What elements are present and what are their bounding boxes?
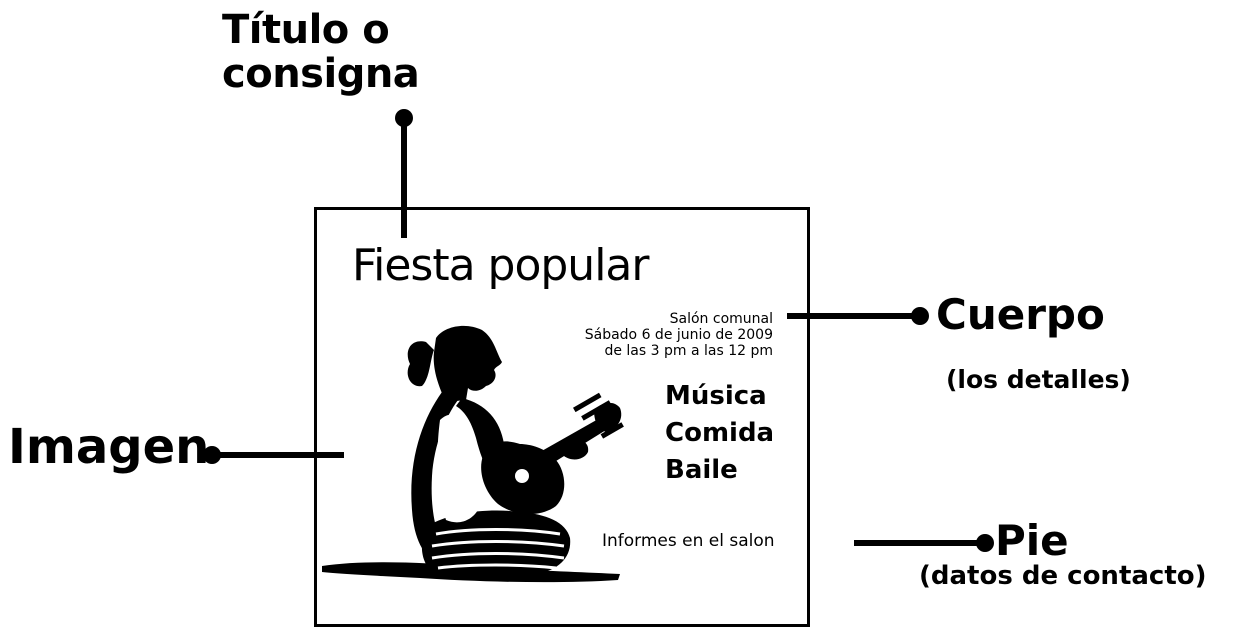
connector-dot-cuerpo (911, 307, 929, 325)
poster-details: Salón comunal Sábado 6 de junio de 2009 … (540, 311, 773, 359)
label-titulo-line2: consigna (222, 51, 420, 97)
connector-cuerpo (787, 307, 929, 325)
poster-contact: Informes en el salon (602, 531, 775, 551)
diagram-overlay (203, 109, 994, 583)
guitarist-illustration (322, 325, 624, 583)
label-titulo-consigna: Título o consigna (222, 7, 420, 97)
label-pie-subtitle: (datos de contacto) (919, 561, 1207, 591)
connector-pie (854, 534, 994, 552)
poster-activity-dance: Baile (665, 455, 738, 485)
skirt-stripes (431, 528, 565, 570)
connector-dot-pie (976, 534, 994, 552)
connector-dot-imagen (203, 446, 221, 464)
poster-activities: Música Comida Baile (665, 378, 774, 489)
label-cuerpo: Cuerpo (936, 290, 1105, 339)
connector-titulo (395, 109, 413, 238)
label-pie: Pie (995, 516, 1069, 565)
connector-imagen (203, 446, 344, 464)
label-imagen: Imagen (8, 419, 210, 475)
poster-detail-place: Salón comunal (669, 311, 773, 327)
connector-dot-titulo (395, 109, 413, 127)
poster-detail-date: Sábado 6 de junio de 2009 (584, 327, 773, 343)
torso-highlight (437, 414, 480, 523)
poster-title: Fiesta popular (352, 240, 649, 291)
poster-activity-food: Comida (665, 418, 775, 448)
label-titulo-line1: Título o (222, 7, 390, 53)
guitar-soundhole (515, 469, 529, 483)
label-cuerpo-subtitle: (los detalles) (946, 365, 1131, 394)
poster-detail-time: de las 3 pm a las 12 pm (604, 343, 773, 359)
poster-activity-music: Música (665, 381, 767, 411)
